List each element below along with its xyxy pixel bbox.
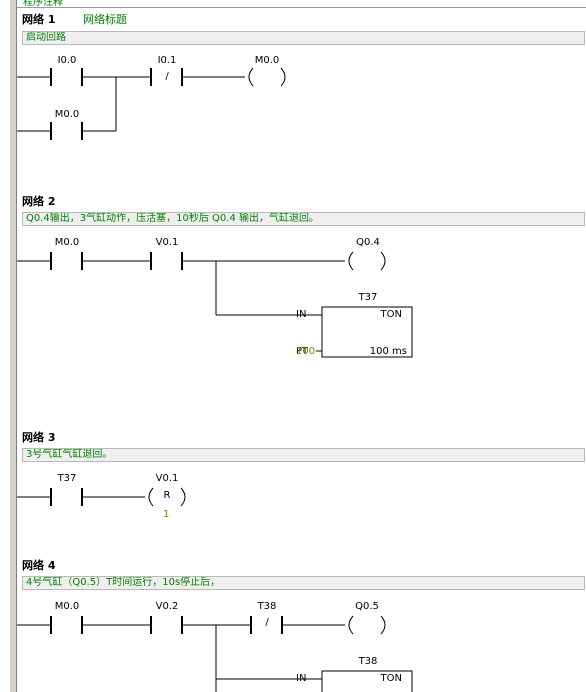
network-3-coil-symbol: R [137,490,197,501]
network-4-timer-block[interactable] [322,671,412,692]
network-2-timer-pt: PT [296,346,309,357]
network-4-coil-label: Q0.5 [355,601,379,612]
network-3-reset-coil[interactable] [142,486,192,508]
program-comment-bar[interactable]: 程序注释 [17,0,586,8]
network-2-contact-m00[interactable] [48,250,86,272]
network-2-coil-label: Q0.4 [356,237,380,248]
network-4-contact-t38-label: T38 [257,601,277,612]
network-1-contact-i01[interactable] [148,66,186,88]
network-4-contact-m00-label: M0.0 [54,601,80,612]
network-3-title: 网络 3 [22,431,56,444]
network-2-contact-v01[interactable] [148,250,186,272]
network-1-title: 网络 1 [22,13,56,26]
network-2-timer-block[interactable] [322,307,412,357]
network-3-comment[interactable]: 3号气缸气缸退回。 [22,448,585,462]
network-1-contact-i00-label: I0.0 [57,55,77,66]
network-1-contact-m00-label: M0.0 [54,109,80,120]
network-2-rungs [17,251,413,358]
network-4-contact-m00[interactable] [48,614,86,636]
network-3-coil-label: V0.1 [155,473,179,484]
network-1-contact-i00[interactable] [48,66,86,88]
network-3-contact-t37[interactable] [48,486,86,508]
network-2-contact-v01-label: V0.1 [155,237,179,248]
network-4-timer-name: T38 [358,656,378,667]
network-1-coil-m00[interactable] [242,66,292,88]
network-3-contact-t37-label: T37 [57,473,77,484]
network-4-negation-symbol: / [237,617,297,628]
network-1-contact-m00[interactable] [48,120,86,142]
network-4-timer-type: TON [342,673,402,684]
network-2-timer-type: TON [342,309,402,320]
network-4-coil-q05[interactable] [342,614,392,636]
network-4-rungs [17,615,413,692]
network-2-coil-q04[interactable] [342,250,392,272]
network-1-comment[interactable]: 启动回路 [22,31,585,45]
network-2-timer-pt-value: 100 [296,346,316,357]
network-1-subtitle[interactable]: 网络标题 [83,13,127,26]
network-4-title: 网络 4 [22,559,56,572]
network-2-timer-resolution: 100 ms [347,346,407,357]
network-4-comment[interactable]: 4号气缸（Q0.5）T时间运行，10s停止后， [22,576,585,590]
network-2-timer-name: T37 [358,292,378,303]
network-2-contact-m00-label: M0.0 [54,237,80,248]
network-3-rungs [17,487,186,507]
network-4-contact-v02[interactable] [148,614,186,636]
network-1-rungs [17,67,286,140]
network-1-coil-label: M0.0 [254,55,280,66]
network-4-contact-t38[interactable] [248,614,286,636]
program-comment-label: 程序注释 [23,0,63,8]
network-4-contact-v02-label: V0.2 [155,601,179,612]
network-1-contact-i01-label: I0.1 [157,55,177,66]
power-rail [10,0,17,692]
network-2-comment[interactable]: Q0.4输出，3气缸动作，压活塞，10秒后 Q0.4 输出，气缸退回。 [22,212,585,226]
network-2-title: 网络 2 [22,195,56,208]
network-3-coil-value: 1 [163,509,170,520]
network-1-negation-symbol: / [137,71,197,82]
